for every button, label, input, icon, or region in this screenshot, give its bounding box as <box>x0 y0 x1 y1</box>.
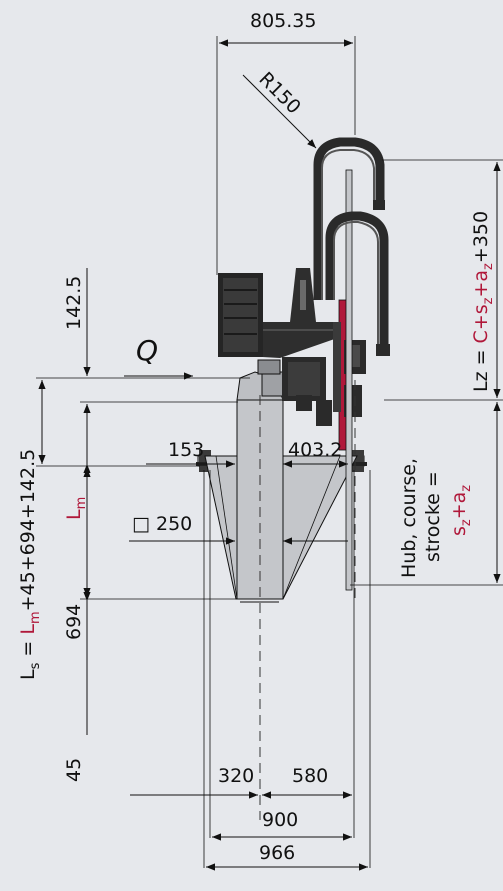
dim-403: 403.2 <box>288 439 342 461</box>
hub-line-2: strocke = <box>422 471 444 562</box>
dim-square-250: □ 250 <box>132 513 192 535</box>
center-lines <box>259 380 356 820</box>
dim-lz: Lz = C+sz+az+350 <box>470 211 496 392</box>
dim-580: 580 <box>292 765 328 787</box>
dim-142: 142.5 <box>63 276 85 330</box>
machine-drawing <box>196 137 390 603</box>
dim-966: 966 <box>259 842 295 864</box>
dim-lm: Lm <box>63 497 89 520</box>
dim-45: 45 <box>63 758 85 782</box>
dim-320: 320 <box>218 765 254 787</box>
dim-900: 900 <box>262 809 298 831</box>
dim-153: 153 <box>168 439 204 461</box>
dim-r150: R150 <box>254 68 305 119</box>
hub-line-1: Hub, course, <box>398 458 420 578</box>
dim-805: 805.35 <box>250 10 316 32</box>
dim-694: 694 <box>63 604 85 640</box>
dim-ls: Ls = Lm+45+694+142.5 <box>17 449 43 680</box>
q-label: Q <box>136 334 158 367</box>
dimension-lines <box>36 36 503 871</box>
hub-line-3: sz+az <box>448 485 474 536</box>
